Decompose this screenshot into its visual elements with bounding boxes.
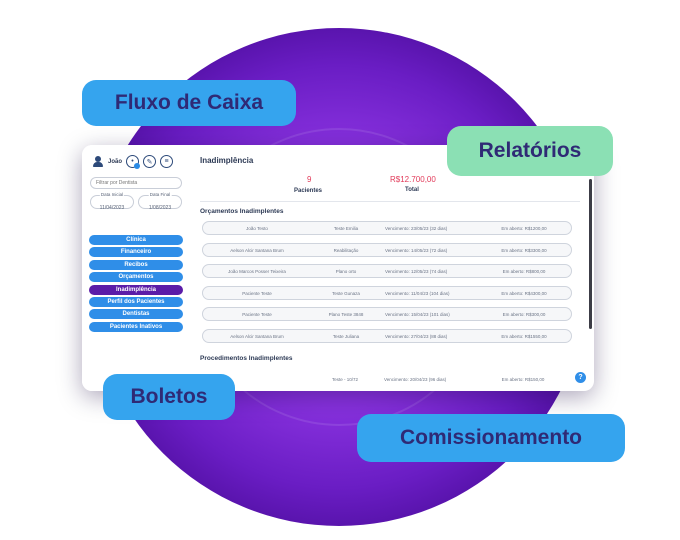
summary: 9 Pacientes R$12.700,00 Total [282, 175, 482, 199]
row-due: Vencimento: 14/05/23 (72 dias) [385, 247, 448, 253]
row-open: Em aberto: R$1550,00 [501, 333, 547, 339]
row-due: Vencimento: 20/04/23 (96 dias) [384, 377, 447, 382]
row-due: Vencimento: 23/05/23 (32 dias) [385, 226, 448, 231]
edit-icon: ✎ [146, 158, 153, 166]
menu-button[interactable]: ≡ [160, 155, 174, 168]
total-label: Total [405, 187, 419, 193]
patients-count: 9 [307, 175, 312, 184]
feature-boletos: Boletos [103, 374, 235, 420]
row-open: Em aberto: R$150,00 [501, 377, 545, 382]
row-open: Em aberto: R$3300,00 [501, 247, 547, 253]
row-open: Em aberto: R$4300,00 [501, 290, 547, 296]
edit-button[interactable]: ✎ [143, 155, 157, 168]
main-content: Inadimplência 9 Pacientes R$12.700,00 To… [192, 145, 588, 391]
sidebar: João • ✎ ≡ Data Inicial 11/04/2023 Data … [82, 145, 190, 391]
row-plan: Teste Juliana [332, 333, 360, 339]
row-patient: Aelson Alcir Santana Brum [230, 247, 284, 253]
row-due: Vencimento: 27/04/23 (88 dias) [385, 333, 448, 339]
page-title: Inadimplência [200, 156, 254, 165]
budgets-section-title: Orçamentos Inadimplentes [200, 208, 284, 215]
user-name: João [108, 158, 123, 165]
list-item[interactable]: Paciente Teste Teste Gunaza Vencimento: … [202, 285, 572, 300]
list-item[interactable]: João Marcos Posser Teixeira Plano orto V… [202, 264, 572, 279]
sidebar-item-orcamentos[interactable]: Orçamentos [89, 272, 183, 283]
row-open: Em aberto: R$300,00 [502, 312, 546, 318]
sidebar-item-financeiro[interactable]: Financeiro [89, 247, 183, 258]
list-item[interactable]: João Testo Teste Emilia Vencimento: 23/0… [202, 221, 572, 235]
date-start-label: Data Inicial [99, 192, 125, 197]
row-patient: Aelson Alcir Santana Brum [230, 333, 284, 339]
row-patient: Paciente Teste [242, 312, 272, 318]
list-item[interactable]: Aelson Alcir Santana Brum Reabilitação V… [202, 242, 572, 257]
divider [200, 201, 580, 202]
bell-icon: • [131, 158, 134, 165]
row-due: Vencimento: 11/04/23 (104 dias) [385, 290, 450, 296]
row-patient: Paciente Teste [242, 290, 272, 296]
sidebar-nav: Clínica Financeiro Recibos Orçamentos In… [89, 235, 183, 334]
row-plan: Reabilitação [333, 247, 359, 253]
row-patient: João Testo [246, 226, 268, 231]
sidebar-item-recibos[interactable]: Recibos [89, 259, 183, 270]
help-button[interactable]: ? [575, 372, 586, 383]
feature-comissionamento: Comissionamento [357, 414, 625, 462]
row-plan: Teste - 10/72 [331, 377, 358, 382]
scrollbar[interactable] [589, 179, 592, 329]
total-value: R$12.700,00 [390, 175, 436, 184]
row-plan: Teste Gunaza [332, 290, 360, 296]
patients-label: Pacientes [294, 188, 323, 194]
user-icon [92, 155, 104, 168]
dentist-filter-input[interactable] [90, 177, 182, 189]
list-item[interactable]: Aelson Alcir Santana Brum Teste Juliana … [202, 328, 572, 343]
row-plan: Plano Teste 3848 [328, 312, 364, 318]
procedures-section-title: Procedimentos Inadimplentes [200, 355, 293, 362]
budgets-list: João Testo Teste Emilia Vencimento: 23/0… [202, 221, 572, 351]
row-open: Em aberto: R$800,00 [502, 269, 546, 275]
sidebar-item-clinica[interactable]: Clínica [89, 235, 183, 245]
row-open: Em aberto: R$1200,00 [501, 226, 547, 231]
sidebar-item-perfil-pacientes[interactable]: Perfil dos Pacientes [89, 296, 183, 307]
row-due: Vencimento: 15/04/23 (101 dias) [385, 312, 450, 318]
row-due: Vencimento: 12/05/23 (74 dias) [385, 269, 448, 275]
row-plan: Teste Emilia [333, 226, 359, 231]
sidebar-item-pacientes-inativos[interactable]: Pacientes Inativos [89, 321, 183, 332]
notifications-button[interactable]: • [126, 155, 141, 169]
list-item[interactable]: Teste - 10/72 Vencimento: 20/04/23 (96 d… [202, 373, 572, 387]
row-patient: João Marcos Posser Teixeira [228, 269, 286, 275]
sidebar-item-dentistas[interactable]: Dentistas [89, 309, 183, 320]
date-start-field[interactable]: Data Inicial 11/04/2023 [90, 192, 134, 211]
row-plan: Plano orto [335, 269, 357, 275]
menu-icon: ≡ [164, 158, 169, 165]
date-start-value: 11/04/2023 [99, 205, 125, 211]
date-end-value: 1/08/2023 [148, 205, 172, 211]
list-item[interactable]: Paciente Teste Plano Teste 3848 Vencimen… [202, 307, 572, 322]
user-row: João • ✎ ≡ [92, 155, 174, 169]
sidebar-item-inadimplencia[interactable]: Inadimplência [89, 284, 183, 295]
notification-dot [134, 163, 141, 169]
feature-relatorios: Relatórios [447, 126, 613, 176]
date-end-field[interactable]: Data Final 1/08/2023 [138, 192, 182, 211]
date-end-label: Data Final [148, 192, 172, 197]
feature-fluxo-caixa: Fluxo de Caixa [82, 80, 296, 126]
app-window: João • ✎ ≡ Data Inicial 11/04/2023 Data … [82, 145, 594, 391]
procedures-list: Teste - 10/72 Vencimento: 20/04/23 (96 d… [202, 373, 572, 391]
